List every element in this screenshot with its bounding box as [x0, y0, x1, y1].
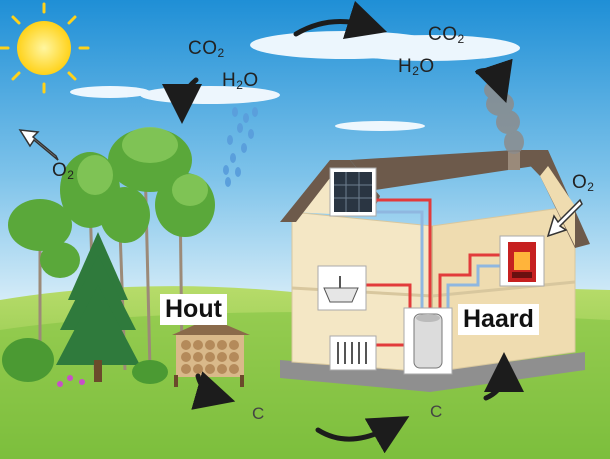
cycle-arrow-icon	[162, 0, 524, 454]
tree-icon	[2, 127, 215, 387]
cloud-icon	[70, 31, 520, 131]
carbon-label-left: C	[252, 404, 265, 423]
radiator-icon	[329, 335, 377, 371]
stove-icon	[499, 235, 545, 287]
h2o-label-right: H2O	[398, 56, 435, 78]
bathtub-icon	[317, 265, 367, 311]
h2o-label-left: H2O	[222, 70, 259, 92]
sun-icon	[0, 2, 90, 94]
hout-label: Hout	[160, 294, 227, 325]
co2-label-right: CO2	[428, 24, 465, 46]
co2-label-left: CO2	[188, 38, 225, 60]
solar-panel-icon	[329, 167, 377, 217]
woodpile-icon	[172, 318, 250, 387]
o2-arrow-icon	[18, 129, 583, 238]
carbon-label-right: C	[430, 402, 443, 421]
haard-label: Haard	[458, 304, 539, 335]
boiler-icon	[403, 307, 453, 375]
o2-label-left: O2	[52, 160, 75, 182]
rain-icon	[223, 107, 258, 187]
o2-label-right: O2	[572, 172, 595, 194]
